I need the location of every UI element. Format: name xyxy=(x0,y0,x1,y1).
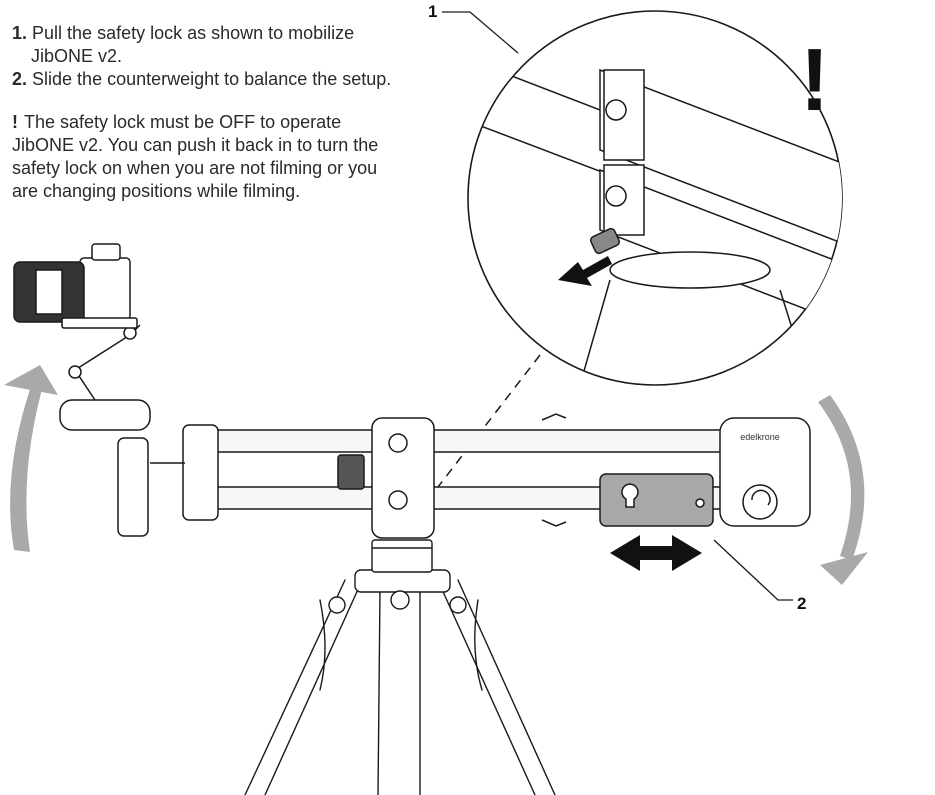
jib-front-handle xyxy=(117,437,149,537)
instructions: 1. Pull the safety lock as shown to mobi… xyxy=(12,22,462,203)
callout-2-leader xyxy=(713,539,793,601)
step-2-number: 2. xyxy=(12,69,28,89)
counterweight xyxy=(599,473,714,527)
step-1: 1. Pull the safety lock as shown to mobi… xyxy=(12,22,462,68)
detail-bolt-lower xyxy=(605,185,627,207)
jib-front-end-block xyxy=(182,424,219,521)
step-2: 2. Slide the counterweight to balance th… xyxy=(12,68,462,91)
step-2-text: Slide the counterweight to balance the s… xyxy=(32,69,392,89)
camera-body xyxy=(79,257,131,321)
tripod-knob-center xyxy=(390,590,410,610)
tripod-leg-left-inner xyxy=(264,584,361,795)
jib-pivot-block xyxy=(371,417,435,539)
step-1-text-cont: JibONE v2. xyxy=(31,46,123,66)
tripod-leg-right-inner xyxy=(439,584,536,795)
note-line-3: safety lock on when you are not filming … xyxy=(12,158,378,178)
camera-mount xyxy=(61,317,138,329)
camera-base-plate xyxy=(59,399,151,431)
jib-arm xyxy=(117,413,811,539)
tripod-knob-right xyxy=(449,596,467,614)
dial-rotate-icon xyxy=(751,489,771,506)
detail-magnifier: ! xyxy=(467,10,843,386)
callout-2-label: 2 xyxy=(797,594,807,613)
detail-base-ring xyxy=(609,251,771,289)
note-line-1: The safety lock must be OFF to operate xyxy=(24,112,342,132)
double-arrow-icon xyxy=(610,535,702,571)
safety-note: !The safety lock must be OFF to operate … xyxy=(12,111,462,203)
pivot-bolt-bottom xyxy=(388,490,408,510)
pivot-bolt-top xyxy=(388,433,408,453)
tripod xyxy=(244,539,556,795)
swing-arrow-left-icon xyxy=(4,365,58,395)
tripod-knob-left xyxy=(328,596,346,614)
jib-upper-rail xyxy=(184,429,731,453)
swing-arrow-right-body xyxy=(818,395,865,560)
detail-bolt-upper xyxy=(605,99,627,121)
brand-logo-text: edelkrone xyxy=(740,432,780,442)
detail-lower-arm xyxy=(599,168,842,332)
swing-arrow-right-icon xyxy=(820,552,868,585)
note-warning-mark: ! xyxy=(12,112,18,132)
camera-rig xyxy=(13,243,151,431)
counterweight-keyhole xyxy=(621,483,639,508)
counterweight-screw xyxy=(695,498,705,508)
detail-upper-arm xyxy=(599,68,842,252)
arm-joint-lower xyxy=(68,365,82,379)
tripod-leg-center-left xyxy=(377,589,381,795)
warning-exclamation-icon: ! xyxy=(800,30,829,129)
tripod-brace-right xyxy=(474,599,483,691)
tripod-leg-right-outer xyxy=(457,579,556,795)
jib-top-lever xyxy=(541,413,567,421)
tripod-leg-left-outer xyxy=(244,579,346,795)
jib-rear-housing xyxy=(719,417,811,527)
jib-center-grip xyxy=(337,454,365,490)
step-1-number: 1. xyxy=(12,23,28,43)
jib-bottom-lever xyxy=(541,519,567,527)
swing-arrow-left-body xyxy=(10,372,46,552)
counterweight-slide-arrow xyxy=(610,535,702,571)
callout-1-leader xyxy=(442,11,519,54)
pull-direction-arrow xyxy=(558,256,612,286)
tripod-brace-left xyxy=(319,599,326,691)
callout-1-label: 1 xyxy=(428,2,438,21)
camera-viewfinder xyxy=(91,243,121,261)
tripod-top-plate xyxy=(354,569,451,593)
camera-lens-highlight xyxy=(35,269,63,315)
safety-lock-knob xyxy=(589,227,621,255)
arm-joint-upper xyxy=(123,326,137,340)
tripod-head xyxy=(371,539,433,573)
note-line-4: are changing positions while filming. xyxy=(12,181,301,201)
step-1-text: Pull the safety lock as shown to mobiliz… xyxy=(32,23,355,43)
note-line-2: JibONE v2. You can push it back in to tu… xyxy=(12,135,379,155)
